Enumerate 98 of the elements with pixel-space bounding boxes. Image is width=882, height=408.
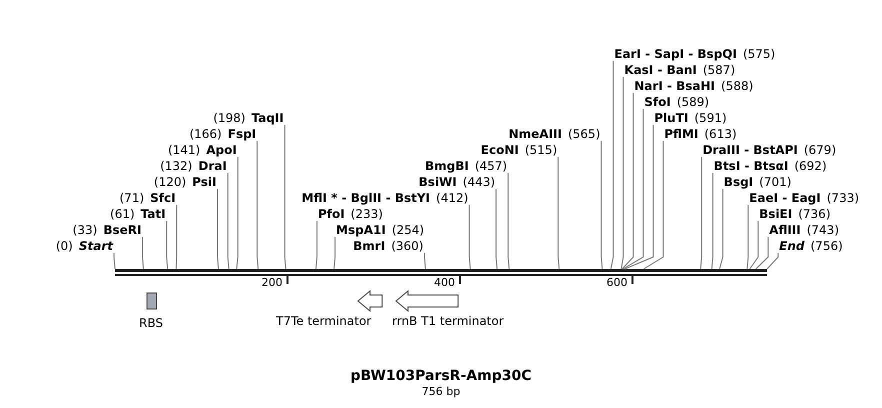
site-position: (756) bbox=[810, 239, 843, 253]
leader-line bbox=[236, 156, 238, 270]
site-position: (254) bbox=[392, 223, 424, 237]
leader-line bbox=[622, 108, 644, 270]
site-position: (565) bbox=[568, 127, 600, 141]
enzyme-name: ApoI bbox=[206, 143, 237, 157]
feature-label: T7Te terminator bbox=[276, 314, 372, 328]
leader-line bbox=[610, 60, 614, 270]
leader-line bbox=[558, 156, 560, 270]
leader-line bbox=[468, 204, 471, 270]
site-position: (0) bbox=[56, 239, 73, 253]
site-position: (736) bbox=[798, 207, 831, 221]
enzyme-name: Start bbox=[78, 239, 113, 253]
site-position: (589) bbox=[676, 95, 710, 109]
site-position: (360) bbox=[391, 239, 424, 253]
site-position: (733) bbox=[826, 191, 860, 205]
leader-line bbox=[315, 220, 318, 270]
enzyme-name: NarI - BsaHI bbox=[634, 79, 716, 93]
scale-label: 400 bbox=[434, 276, 455, 289]
enzyme-name: EaeI - EagI bbox=[749, 191, 821, 205]
leader-line bbox=[643, 140, 664, 270]
enzyme-name: TatI bbox=[140, 207, 166, 221]
enzyme-name: PsiI bbox=[192, 175, 216, 189]
site-position: (679) bbox=[804, 143, 836, 157]
enzyme-name: EcoNI bbox=[480, 143, 519, 157]
enzyme-name: EarI - SapI - BspQI bbox=[614, 47, 737, 61]
feature-label: RBS bbox=[139, 316, 163, 330]
site-position: (61) bbox=[110, 207, 135, 221]
site-position: (412) bbox=[436, 191, 468, 205]
site-position: (457) bbox=[474, 159, 508, 173]
site-position: (33) bbox=[72, 223, 98, 237]
leader-line bbox=[746, 204, 749, 270]
enzyme-name: End bbox=[779, 239, 804, 253]
leader-line bbox=[284, 124, 286, 270]
enzyme-name: MflI * - BglII - BstYI bbox=[302, 191, 430, 205]
site-position: (587) bbox=[702, 63, 736, 77]
enzyme-name: NmeAIII bbox=[508, 127, 562, 141]
enzyme-name: BsgI bbox=[724, 175, 754, 189]
leader-line bbox=[711, 172, 714, 270]
leader-line bbox=[700, 156, 702, 270]
leader-line bbox=[749, 220, 759, 270]
enzyme-name: DraI bbox=[198, 159, 227, 173]
scale-label: 200 bbox=[261, 276, 282, 289]
enzyme-name: BmrI bbox=[353, 239, 386, 253]
site-position: (575) bbox=[742, 47, 776, 61]
leader-line bbox=[620, 76, 624, 270]
enzyme-name: SfcI bbox=[150, 191, 176, 205]
leader-line bbox=[719, 188, 724, 270]
scale-label: 600 bbox=[606, 276, 628, 289]
enzyme-name: BsiEI bbox=[759, 207, 792, 221]
feature-label: rrnB T1 terminator bbox=[392, 314, 504, 328]
enzyme-name: MspA1I bbox=[336, 223, 386, 237]
leader-line bbox=[217, 188, 219, 270]
enzyme-name: TaqII bbox=[251, 111, 284, 125]
leader-line bbox=[227, 172, 230, 270]
site-position: (613) bbox=[704, 127, 737, 141]
leader-line bbox=[424, 252, 426, 270]
leader-line bbox=[508, 172, 510, 270]
leader-line bbox=[166, 220, 168, 270]
leader-line bbox=[176, 204, 178, 270]
site-position: (443) bbox=[462, 175, 496, 189]
enzyme-name: BtsI - BtsαI bbox=[714, 159, 788, 173]
site-position: (233) bbox=[350, 207, 383, 221]
enzyme-name: PluTI bbox=[654, 111, 688, 125]
leader-line bbox=[114, 252, 116, 270]
site-position: (166) bbox=[189, 127, 222, 141]
enzyme-name: SfoI bbox=[644, 95, 671, 109]
site-position: (588) bbox=[721, 79, 754, 93]
site-position: (701) bbox=[759, 175, 792, 189]
leader-line bbox=[334, 236, 336, 270]
leader-line bbox=[142, 236, 144, 270]
site-position: (132) bbox=[160, 159, 192, 173]
leader-line bbox=[624, 124, 654, 270]
leader-line bbox=[755, 236, 769, 270]
site-position: (743) bbox=[806, 223, 840, 237]
enzyme-name: FspI bbox=[228, 127, 256, 141]
enzyme-name: PfoI bbox=[318, 207, 345, 221]
map-title: pBW103ParsR-Amp30C bbox=[350, 368, 532, 384]
enzyme-name: AflIII bbox=[769, 223, 801, 237]
site-position: (141) bbox=[168, 143, 200, 157]
enzyme-name: KasI - BanI bbox=[624, 63, 697, 77]
sequence-length: 756 bp bbox=[422, 385, 460, 398]
enzyme-name: BsiWI bbox=[418, 175, 457, 189]
site-position: (591) bbox=[694, 111, 727, 125]
leader-line bbox=[256, 140, 259, 270]
leader-line bbox=[622, 92, 634, 270]
site-position: (120) bbox=[154, 175, 186, 189]
leader-line bbox=[766, 252, 779, 270]
enzyme-name: BmgBI bbox=[424, 159, 469, 173]
enzyme-name: DraIII - BstAPI bbox=[702, 143, 798, 157]
site-position: (515) bbox=[524, 143, 558, 157]
enzyme-name: BseRI bbox=[103, 223, 142, 237]
leader-line bbox=[496, 188, 498, 270]
site-position: (71) bbox=[120, 191, 144, 205]
enzyme-name: PflMI bbox=[664, 127, 698, 141]
site-position: (692) bbox=[794, 159, 827, 173]
site-position: (198) bbox=[213, 111, 246, 125]
leader-line bbox=[600, 140, 603, 270]
